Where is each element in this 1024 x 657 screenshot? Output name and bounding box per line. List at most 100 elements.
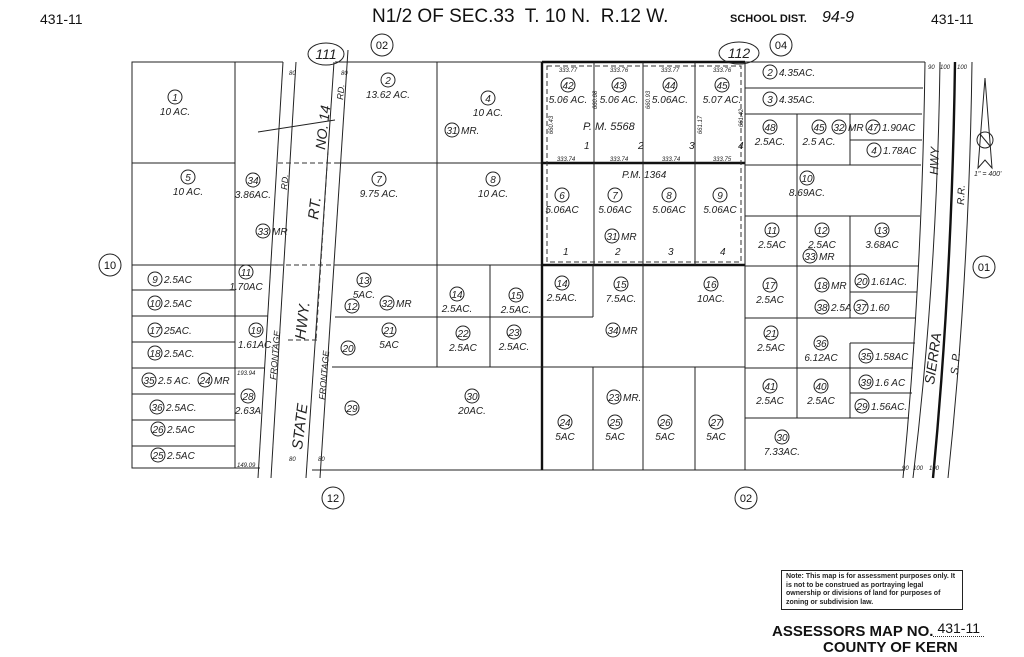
parcel-number: 20 — [855, 277, 868, 288]
parcel-number-circle — [762, 378, 778, 394]
parcel-number-circle — [607, 414, 623, 430]
parcel[interactable]: 425.06 AC. — [549, 77, 588, 106]
parcel[interactable]: 172.5AC — [755, 277, 785, 306]
parcel-acreage: 6.12AC — [804, 353, 838, 364]
parcel-number: 21 — [382, 326, 394, 337]
parcel[interactable]: 95.06AC — [703, 187, 737, 216]
parcel[interactable]: 12 — [344, 298, 360, 314]
parcel-number: 14 — [451, 290, 463, 301]
parcel[interactable]: 212.5AC — [756, 325, 786, 354]
parcel[interactable]: 79.75 AC. — [360, 171, 399, 200]
parcel[interactable]: 222.5AC — [448, 325, 478, 354]
parcel[interactable]: 343.86AC. — [235, 172, 271, 201]
parcel[interactable]: 232.5AC. — [498, 324, 530, 353]
parcel[interactable]: 108.69AC. — [789, 170, 825, 199]
parcel[interactable]: 213.62 AC. — [366, 72, 410, 101]
parcel[interactable]: 435.06 AC. — [600, 77, 639, 106]
map-number-right: 431-11 — [931, 11, 974, 27]
parcel-map-lot-number: 3 — [668, 247, 674, 258]
parcel[interactable]: 510 AC. — [173, 169, 203, 198]
parcel-number-circle — [150, 447, 166, 463]
ref-112: 112 — [728, 45, 751, 61]
parcel-number-circle — [340, 340, 356, 356]
parcel[interactable]: 282.63A — [234, 388, 261, 417]
parcel[interactable]: 455.07 AC. — [703, 77, 742, 106]
parcel-number-circle — [708, 414, 724, 430]
parcel[interactable]: 191.61AC. — [238, 322, 274, 351]
dimension-label: 333.74 — [557, 157, 576, 163]
parcel-number-circle — [814, 277, 830, 293]
parcel-acreage: 2.63A — [234, 406, 261, 417]
parcel[interactable]: 112.5AC — [757, 222, 787, 251]
parcel[interactable]: 65.06AC — [545, 187, 579, 216]
parcel[interactable]: 412.5AC — [755, 378, 785, 407]
parcel[interactable]: 133.68AC — [865, 222, 899, 251]
parcel[interactable]: 157.5AC. — [606, 276, 637, 305]
parcel[interactable]: 810 AC. — [478, 171, 508, 200]
parcel-acreage: 2.5AC. — [546, 293, 578, 304]
parcel-number: 39 — [860, 378, 872, 389]
parcel[interactable]: 152.5AC. — [500, 287, 532, 316]
parcel[interactable]: 122.5AC — [807, 222, 837, 251]
parcel-number-circle — [480, 90, 496, 106]
parcel[interactable]: 482.5AC. — [754, 119, 786, 148]
parcel[interactable]: 142.5AC. — [441, 286, 473, 315]
parcel[interactable]: 307.33AC. — [764, 429, 800, 458]
parcel[interactable]: 445.06AC. — [652, 77, 688, 106]
parcel[interactable]: 366.12AC — [804, 335, 838, 364]
parcel[interactable]: 452.5 AC. — [802, 119, 836, 148]
parcel[interactable]: 110 AC. — [160, 89, 190, 118]
parcel[interactable]: 410 AC. — [473, 90, 503, 119]
road-label-frontage-left: FRONTAGE — [268, 329, 282, 380]
parcel[interactable]: 20 — [340, 340, 356, 356]
parcel-number-circle — [764, 222, 780, 238]
parcel-acreage: MR — [272, 227, 288, 238]
parcel[interactable]: 85.06AC — [652, 187, 686, 216]
parcel-number: 7 — [612, 191, 618, 202]
parcel[interactable]: 111.70AC — [229, 264, 263, 293]
parcel[interactable]: 142.5AC. — [546, 275, 578, 304]
parcel-number-circle — [611, 77, 627, 93]
parcel[interactable]: 75.06AC — [598, 187, 632, 216]
parcel[interactable]: 29 — [344, 400, 360, 416]
parcel-number-circle — [762, 91, 778, 107]
parcel-number: 23 — [607, 393, 620, 404]
parcel[interactable]: 402.5AC — [806, 378, 836, 407]
